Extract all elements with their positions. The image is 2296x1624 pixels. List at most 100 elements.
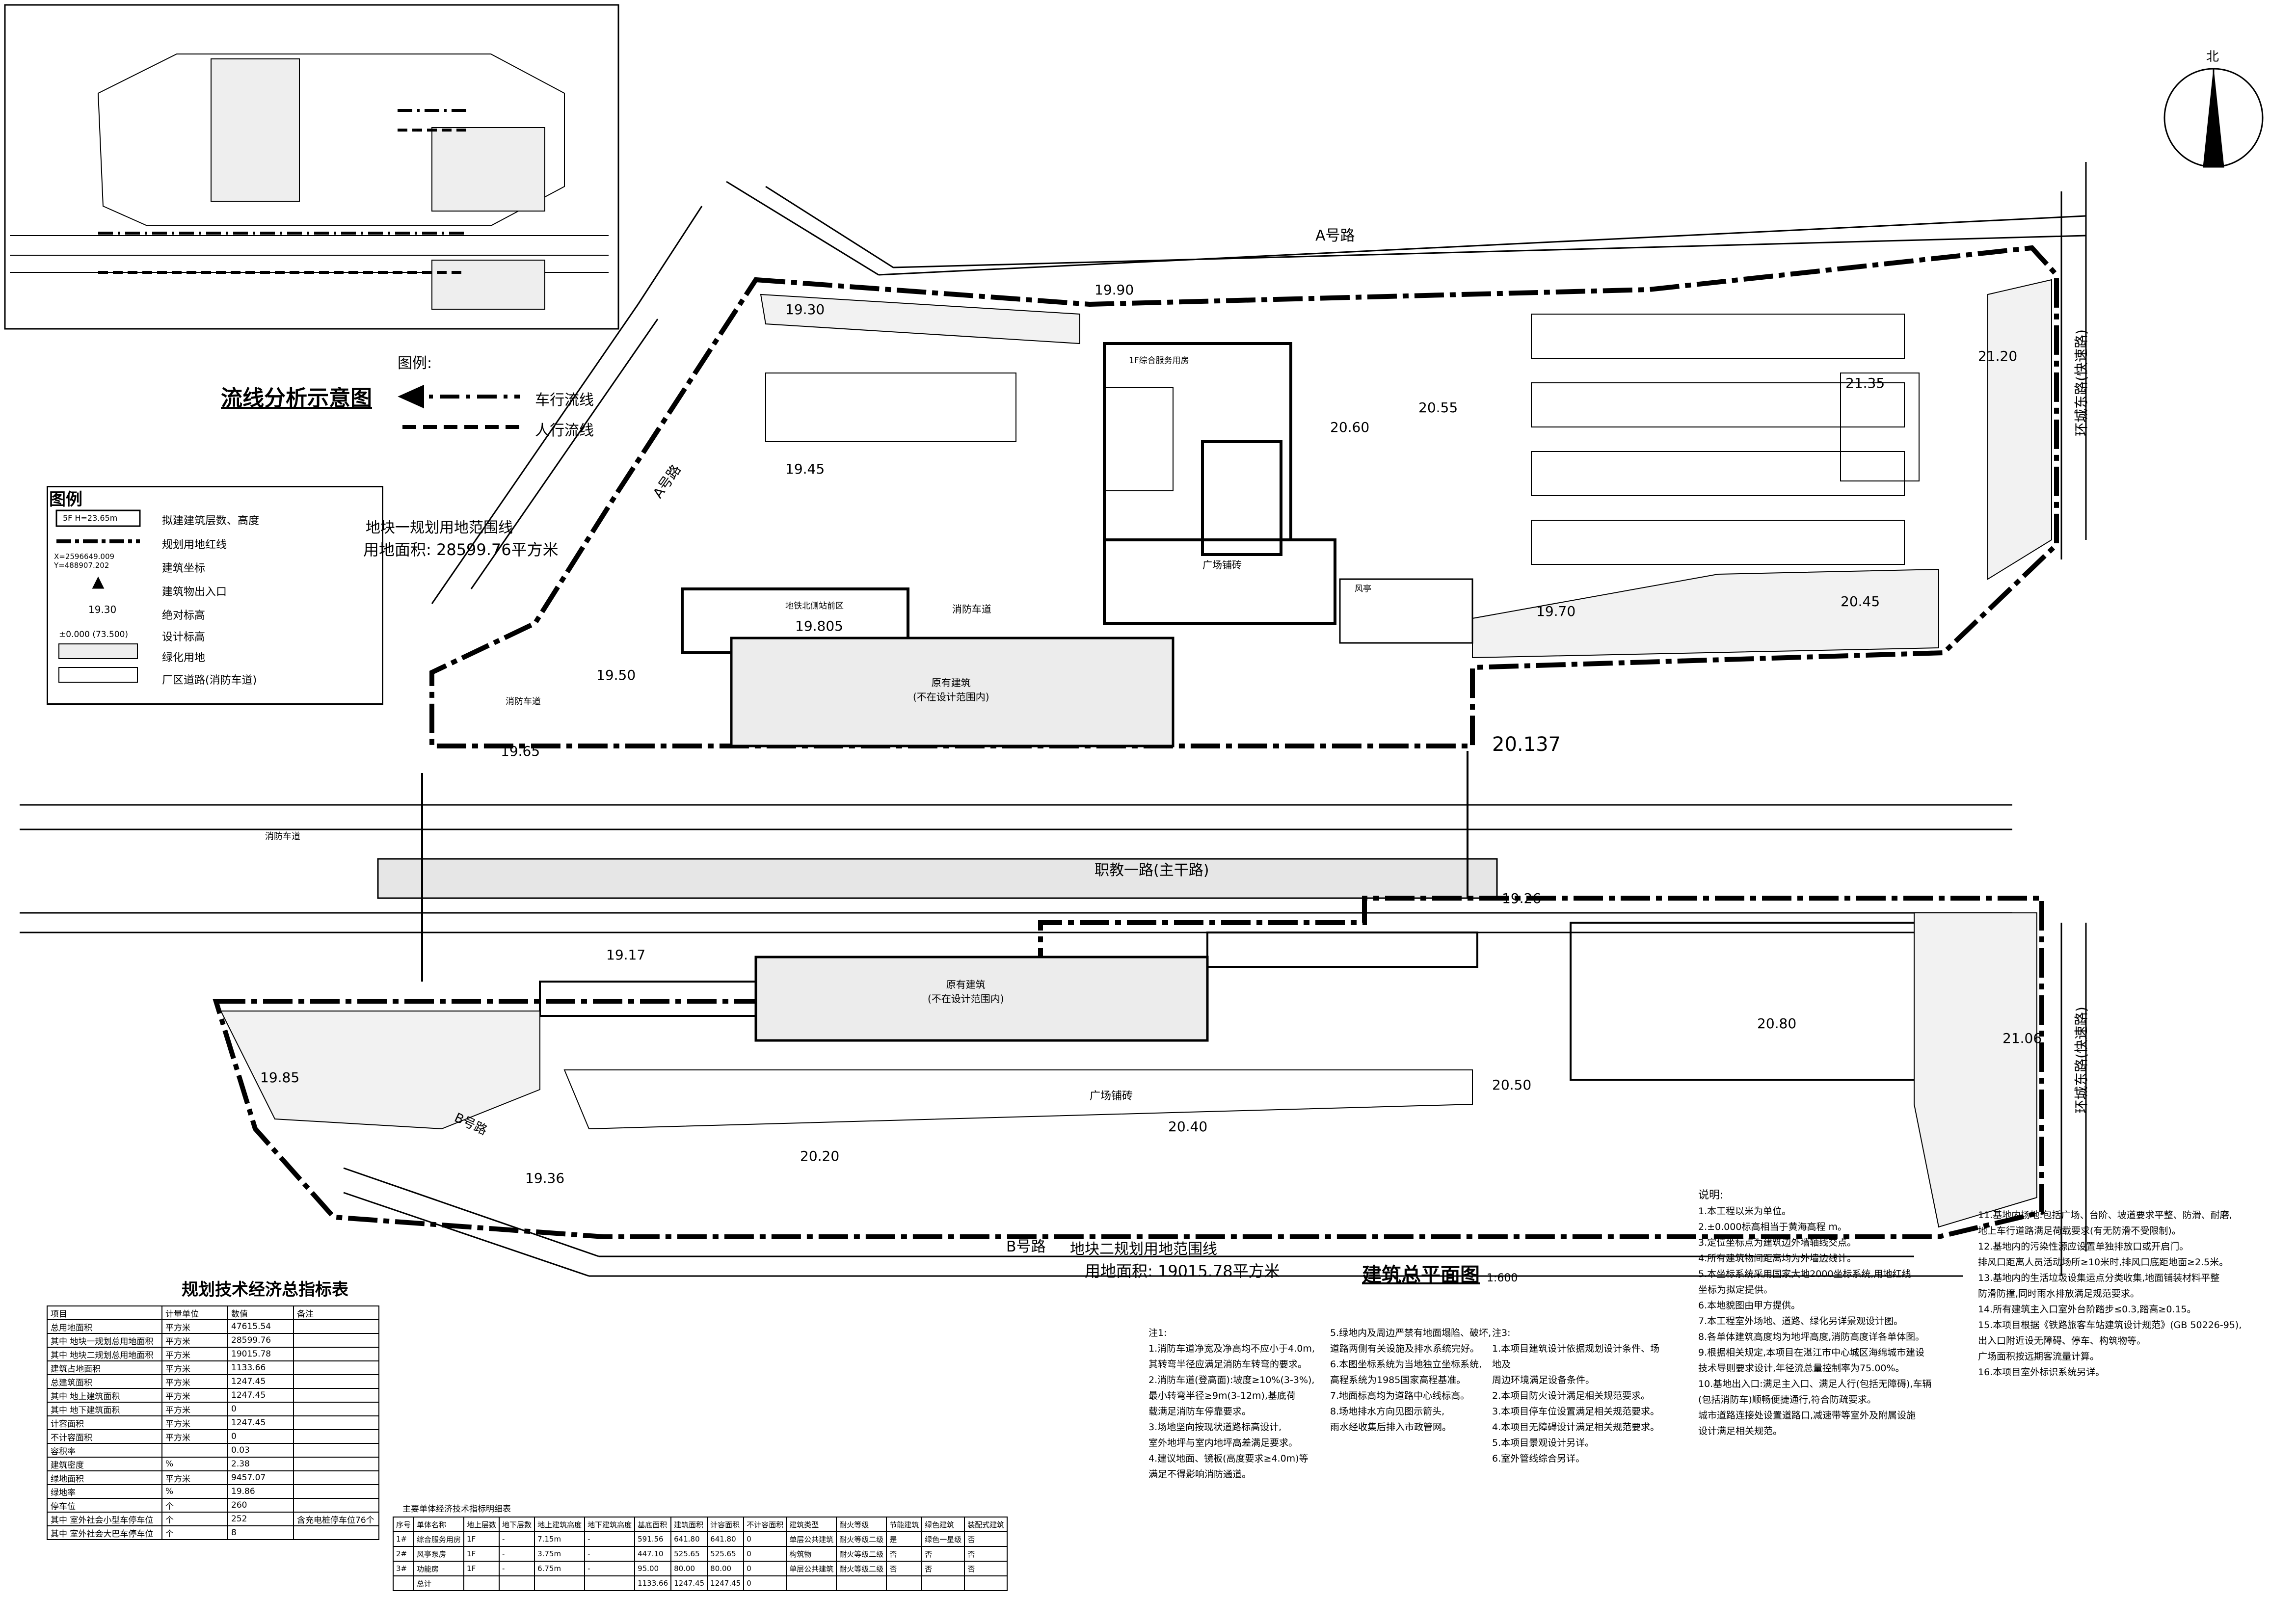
eco-table-cell: % (161, 1457, 228, 1471)
mini-header-cell: 耐火等级 (836, 1517, 887, 1532)
mini-table-cell: 525.65 (707, 1546, 745, 1562)
existing-building-name: 原有建筑 (931, 677, 971, 689)
mini-table-cell: 构筑物 (786, 1546, 837, 1562)
note-line: 3.定位坐标点为建筑边外墙轴线交点。 (1698, 1237, 1857, 1248)
eco-table-cell: 9457.07 (227, 1470, 294, 1485)
note-line: 5.本项目景观设计另详。 (1492, 1438, 1595, 1448)
eco-table-cell: 建筑占地面积 (47, 1360, 162, 1375)
eco-table-cell: 绿地面积 (47, 1470, 162, 1485)
mini-table-cell: 否 (921, 1561, 965, 1576)
mini-header-cell: 建筑面积 (670, 1517, 708, 1532)
note-line: 防滑防撞,同时雨水排放满足规范要求。 (1978, 1288, 2140, 1299)
eco-table-cell: 平方米 (161, 1402, 228, 1416)
mini-header-cell: 装配式建筑 (964, 1517, 1008, 1532)
eco-table-cell (293, 1415, 379, 1430)
note-line: 道路两侧有关设施及排水系统完好。 (1330, 1343, 1480, 1354)
note-line: 6.本地貌图由甲方提供。 (1698, 1300, 1801, 1311)
eco-table-cell (293, 1319, 379, 1334)
eco-header-cell: 数值 (227, 1305, 294, 1320)
mini-table-cell: 95.00 (634, 1561, 672, 1576)
note-line: 坐标为拟定提供。 (1698, 1284, 1773, 1295)
mini-table-cell (786, 1575, 837, 1591)
note-line: 9.根据相关规定,本项目在湛江市中心城区海绵城市建设 (1698, 1347, 1925, 1358)
mini-table-cell: 1133.66 (634, 1575, 672, 1591)
eco-table-cell: 容积率 (47, 1443, 162, 1458)
eco-table-cell: 1247.45 (227, 1374, 294, 1389)
note-line: 3.本项目停车位设置满足相关规范要求。 (1492, 1406, 1660, 1417)
eco-table-cell: 含充电桩停车位76个 (293, 1512, 379, 1526)
road-b-label: B号路 (1006, 1238, 1046, 1255)
mini-table-cell: 0 (743, 1575, 787, 1591)
eco-table-cell: 8 (227, 1525, 294, 1540)
site1-green (760, 279, 2052, 659)
mini-header-cell: 节能建筑 (886, 1517, 923, 1532)
legend-item: 厂区道路(消防车道) (162, 671, 257, 687)
mini-table-cell: 641.80 (670, 1531, 708, 1547)
eco-table-cell: 1247.45 (227, 1388, 294, 1403)
note-line: 10.基地出入口:满足主入口、满足人行(包括无障碍),车辆 (1698, 1379, 1932, 1389)
legend-item: 绿化用地 (162, 649, 205, 665)
eco-table-header: 项目 计量单位 数值 备注 (47, 1305, 379, 1320)
mini-table-cell: - (584, 1546, 636, 1562)
north-arrow (2163, 68, 2264, 168)
drawing-scale: 1:600 (1486, 1272, 1518, 1284)
eco-table-cell: 2.38 (227, 1457, 294, 1471)
eco-table-cell (293, 1525, 379, 1540)
elevation-label: 20.137 (1492, 733, 1561, 756)
eco-table-cell (293, 1333, 379, 1348)
mini-table-cell (463, 1575, 500, 1591)
eco-table-cell: 其中 地下建筑面积 (47, 1402, 162, 1416)
inset-title: 流线分析示意图 (221, 386, 372, 411)
existing-building-note: (不在设计范围内) (913, 691, 989, 703)
mini-table-cell (392, 1575, 415, 1591)
existing-building-name: 原有建筑 (946, 979, 986, 990)
mini-table-cell: 0 (743, 1546, 787, 1562)
note-line: 1.消防车道净宽及净高均不应小于4.0m, (1148, 1343, 1315, 1354)
mini-table-cell: 80.00 (707, 1561, 745, 1576)
note-line: 室外地坪与室内地坪高差满足要求。 (1148, 1438, 1298, 1448)
eco-table-cell: 19.86 (227, 1484, 294, 1499)
legend-box (47, 486, 383, 705)
main-road (20, 751, 2012, 982)
notes-d-title: 说明: (1698, 1189, 1724, 1201)
mini-table-cell: 80.00 (670, 1561, 708, 1576)
building2-label: 风亭 (1355, 584, 1371, 594)
east-road-label: 环城东路(快速路) (2073, 329, 2089, 436)
note-line: 满足不得影响消防通道。 (1148, 1469, 1252, 1480)
note-line: 最小转弯半径≥9m(3-12m),基底荷 (1148, 1390, 1296, 1401)
note-line: 16.本项目室外标识系统另详。 (1978, 1367, 2105, 1378)
legend-item-label: 拟建建筑层数、高度 (162, 515, 260, 527)
note-line: 1.本项目建筑设计依据规划设计条件、场地及 (1492, 1343, 1660, 1370)
eco-table-cell: 平方米 (161, 1347, 228, 1361)
site1-boundary (429, 245, 2059, 748)
eco-table-cell: 47615.54 (227, 1319, 294, 1334)
eco-table-cell: 平方米 (161, 1319, 228, 1334)
elevation-label: 19.65 (501, 743, 540, 759)
mini-table-cell: 7.15m (534, 1531, 586, 1547)
eco-table-cell: 个 (161, 1498, 228, 1513)
notes-d: 说明: 1.本工程以米为单位。2.±0.000标高相当于黄海高程 m。3.定位坐… (1698, 1188, 1973, 1439)
east-road-label-south: 环城东路(快速路) (2073, 1007, 2089, 1114)
elevation-label: 19.50 (596, 667, 636, 683)
note-line: 4.本项目无障碍设计满足相关规范要求。 (1492, 1422, 1660, 1433)
note-line: 3.场地坚向按现状道路标高设计, (1148, 1422, 1282, 1433)
buildings-north (681, 342, 1473, 747)
mini-table-cell: 591.56 (634, 1531, 672, 1547)
eco-table-cell: 平方米 (161, 1360, 228, 1375)
mini-table-cell (921, 1575, 965, 1591)
mini-table-cell (964, 1575, 1008, 1591)
eco-table-cell: 不计容面积 (47, 1429, 162, 1444)
note-line: 雨水经收集后排入市政管网。 (1330, 1422, 1452, 1433)
elevation-label: 20.60 (1330, 419, 1369, 435)
mini-table-cell: 1247.45 (670, 1575, 708, 1591)
legend-item-label: 建筑物出入口 (162, 586, 227, 598)
elevation-label: 21.35 (1845, 375, 1885, 391)
note-line: 7.地面标高均为道路中心线标高。 (1330, 1390, 1470, 1401)
note-line: 7.本工程室外场地、道路、绿化另详景观设计图。 (1698, 1316, 1903, 1327)
eco-table-cell: 19015.78 (227, 1347, 294, 1361)
note-line: 5.绿地内及周边严禁有地面塌陷、破坏, (1330, 1328, 1492, 1338)
